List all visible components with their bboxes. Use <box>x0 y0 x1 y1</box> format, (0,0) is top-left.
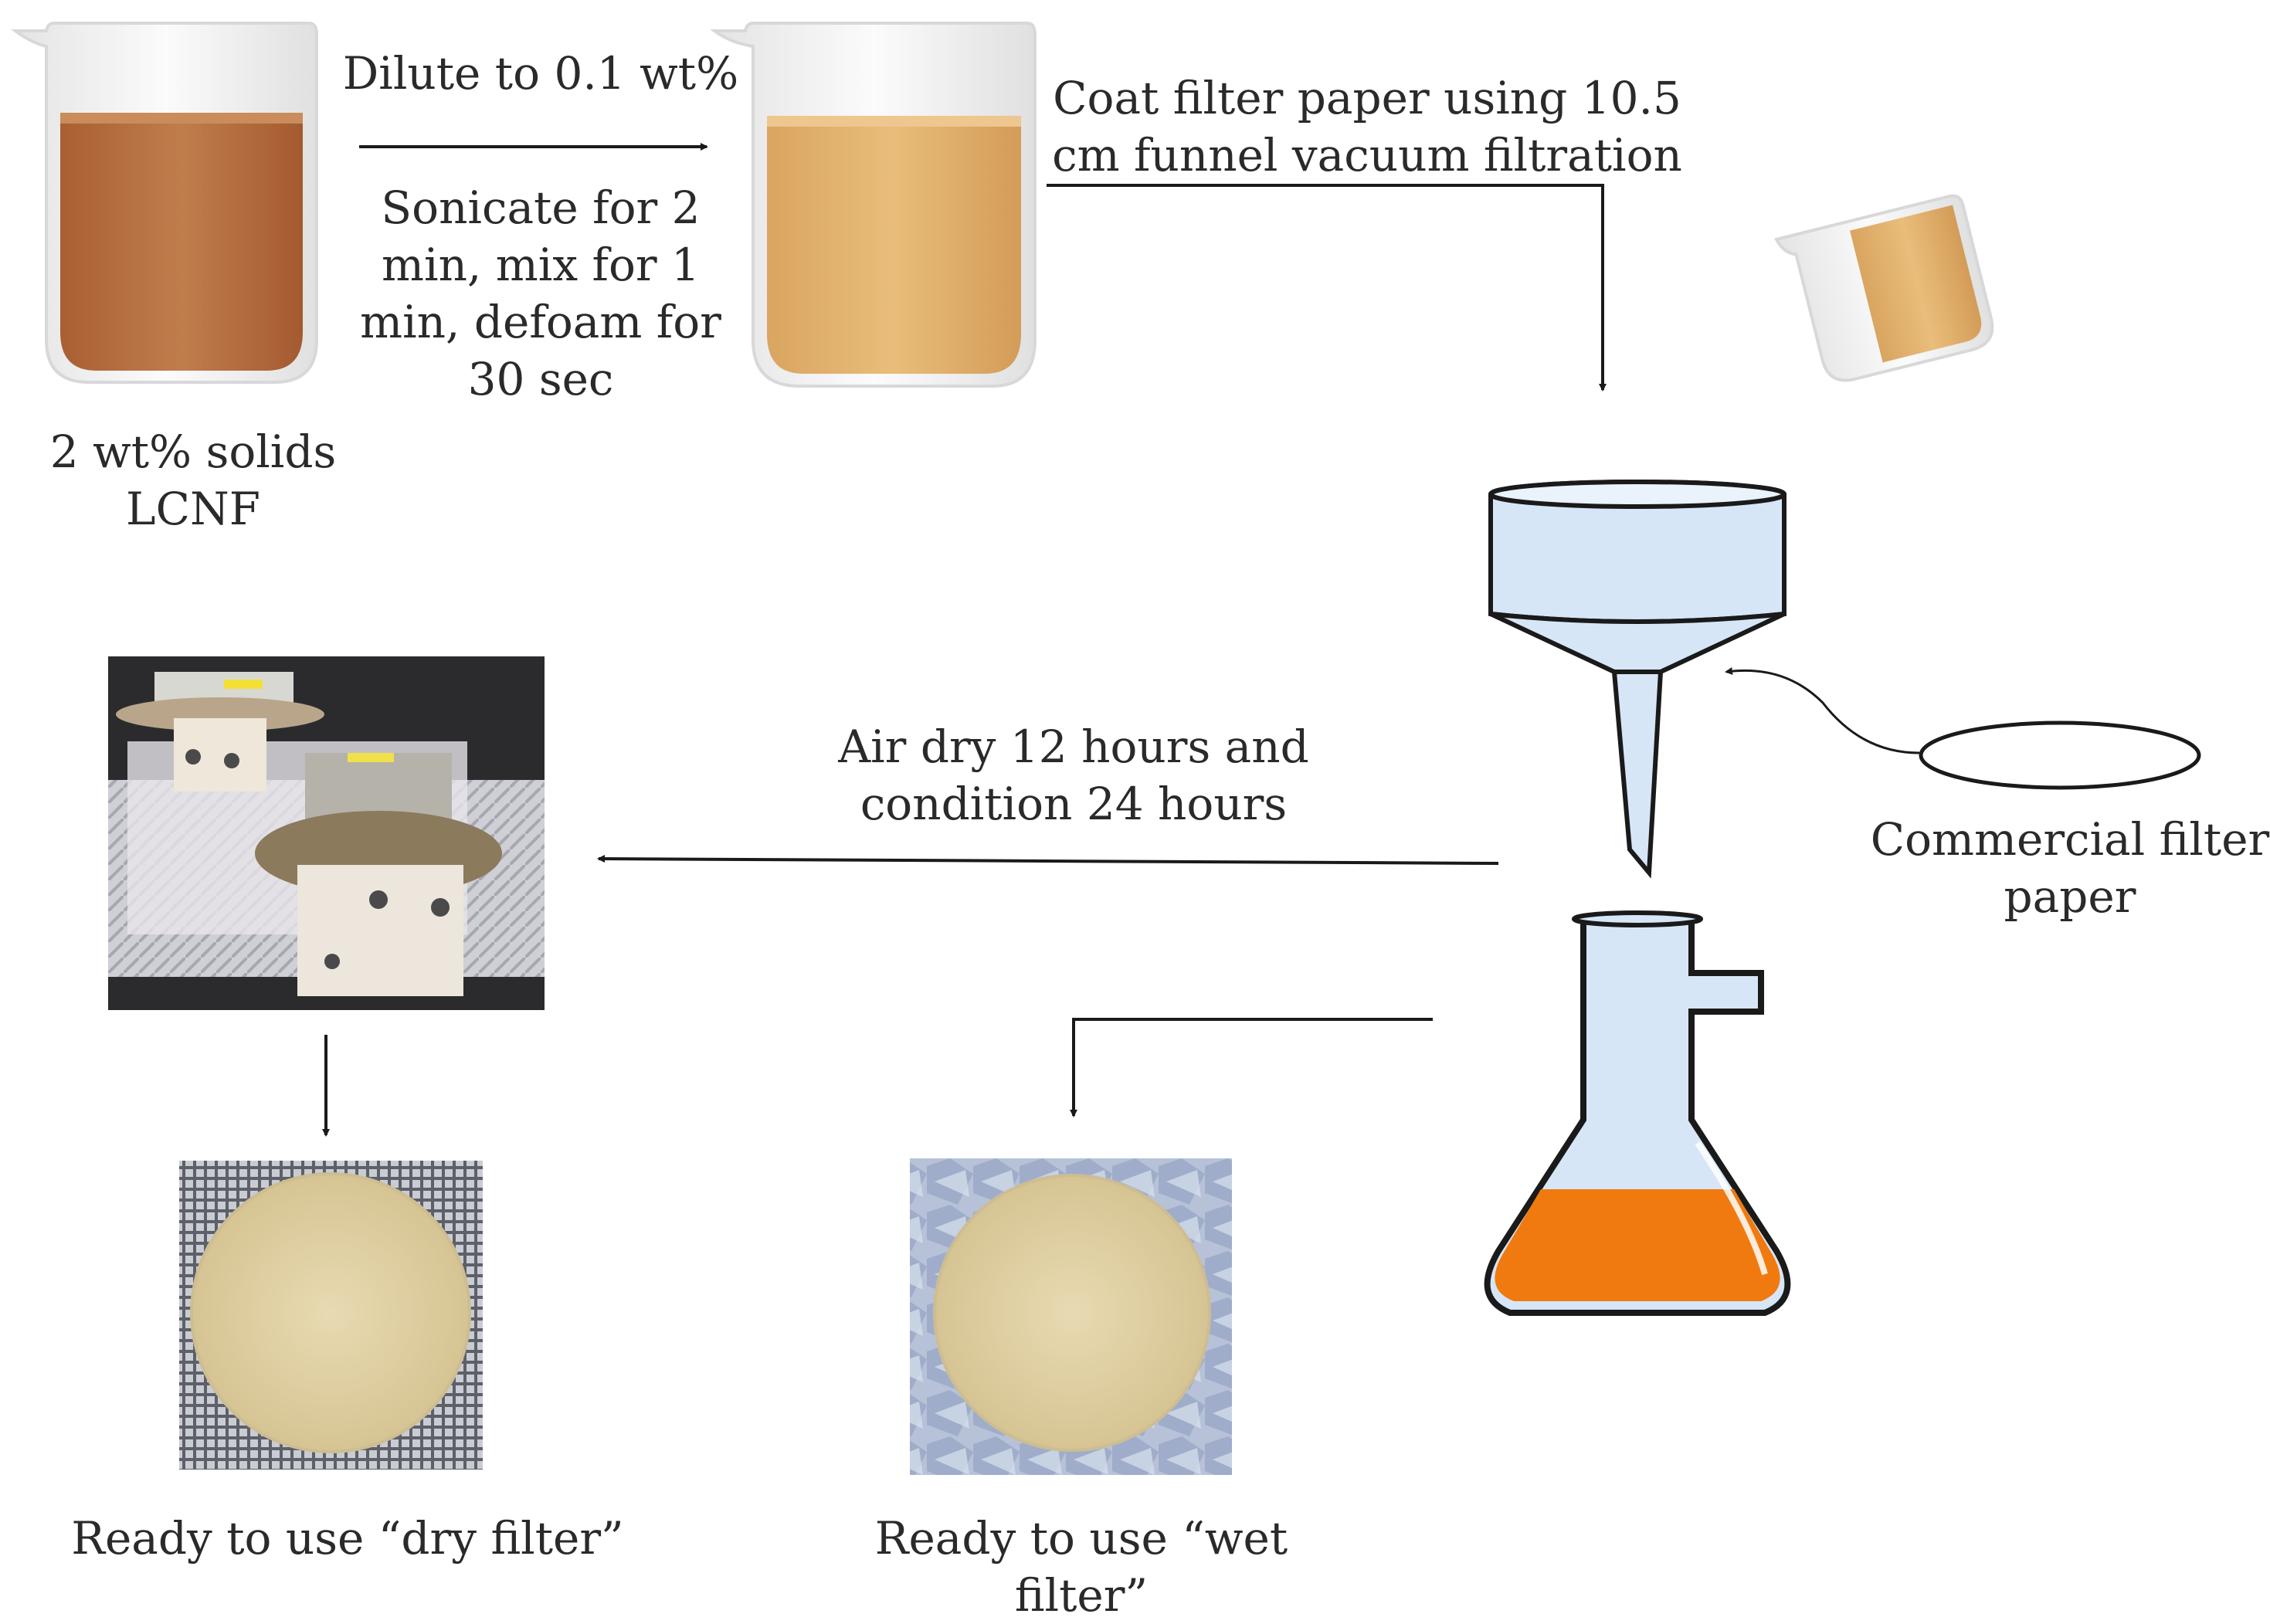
step-coat-label: Coat filter paper using 10.5 cm funnel v… <box>1052 72 1682 181</box>
filter-paper-label: Commercial filter paper <box>1870 813 2270 923</box>
arrow-airdry <box>597 855 1499 865</box>
arrow-wet <box>1070 1018 1433 1117</box>
filter-paper-icon <box>1919 720 2201 790</box>
beaker-diluted-icon <box>709 22 1037 388</box>
wet-filter-label: Ready to use “wet filter” <box>874 1512 1288 1622</box>
dry-filter-label: Ready to use “dry filter” <box>71 1512 624 1565</box>
diagram-canvas <box>10 22 2201 1475</box>
arrow-coat <box>1047 184 1607 392</box>
dry-filter-photo <box>179 1161 483 1470</box>
buchner-funnel-icon <box>1488 480 1786 879</box>
arrow-filter-paper <box>1725 666 1920 754</box>
step-sonicate-label: Sonicate for 2 min, mix for 1 min, defoa… <box>360 181 721 405</box>
vacuum-flask-icon <box>1484 910 1791 1316</box>
lcnf-filter-process-diagram: Dilute to 0.1 wt% Sonicate for 2 min, mi… <box>10 22 2270 1622</box>
step-dilute-label: Dilute to 0.1 wt% <box>342 47 739 100</box>
step-airdry-label: Air dry 12 hours and condition 24 hours <box>838 720 1309 830</box>
tilted-beaker-icon <box>1774 194 1994 382</box>
beaker-concentrated-icon <box>10 22 318 384</box>
wet-filter-photo <box>910 1158 1232 1475</box>
beaker-solids-label: 2 wt% solids LCNF <box>49 425 337 535</box>
drying-setup-photo <box>108 656 545 1010</box>
